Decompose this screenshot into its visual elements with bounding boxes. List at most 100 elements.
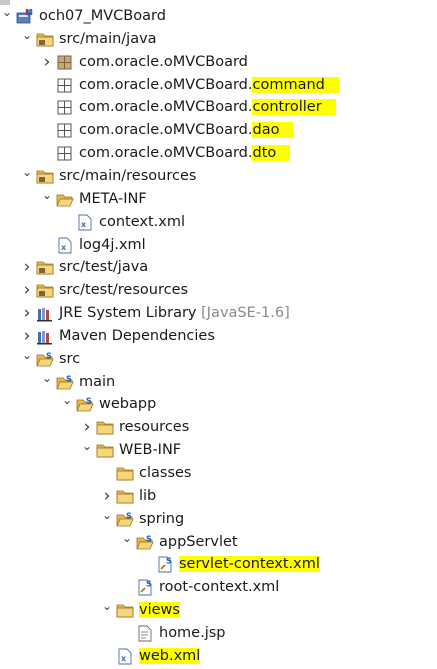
tree-item-text: com.oracle.oMVCBoard. xyxy=(79,145,253,162)
xml-file-icon: x xyxy=(116,648,134,665)
tree-item-13[interactable]: ›JRE System Library [JavaSE-1.6] xyxy=(0,302,437,325)
tree-item-14[interactable]: ›Maven Dependencies xyxy=(0,325,437,348)
tree-item-text: servlet-context.xml xyxy=(179,556,320,573)
chevron-right-icon[interactable]: › xyxy=(23,257,31,278)
chevron-right-icon[interactable]: › xyxy=(83,417,91,438)
package-icon xyxy=(56,54,74,71)
chevron-down-icon[interactable]: ⌄ xyxy=(61,393,73,408)
chevron-down-icon[interactable]: ⌄ xyxy=(101,599,113,614)
open-folder-icon xyxy=(56,191,74,208)
tree-item-8[interactable]: ⌄ META-INF xyxy=(0,188,437,211)
tree-item-label: appServlet xyxy=(158,531,239,554)
tree-item-label: src/main/resources xyxy=(58,165,197,188)
chevron-right-icon[interactable]: › xyxy=(103,485,111,506)
tree-item-text: com.oracle.oMVCBoard. xyxy=(79,99,253,116)
tree-item-label: spring xyxy=(138,508,185,531)
tree-item-label: och07_MVCBoard xyxy=(38,5,167,28)
tree-item-text: appServlet xyxy=(159,533,238,550)
tree-item-text: context.xml xyxy=(99,213,185,230)
tree-item-text: src/main/java xyxy=(59,30,157,47)
tree-item-11[interactable]: › src/test/java xyxy=(0,256,437,279)
folder-icon xyxy=(96,442,114,459)
tree-item-20[interactable]: classes xyxy=(0,462,437,485)
svg-text:S: S xyxy=(146,580,152,589)
tree-item-18[interactable]: ›resources xyxy=(0,416,437,439)
tree-item-5[interactable]: com.oracle.oMVCBoard.dao xyxy=(0,119,437,142)
empty-package-icon xyxy=(56,145,74,162)
highlighted-package-suffix: dao xyxy=(252,122,294,139)
tree-item-27[interactable]: home.jsp xyxy=(0,622,437,645)
chevron-right-icon[interactable]: › xyxy=(23,280,31,301)
tree-item-text: main xyxy=(79,373,116,390)
tree-item-19[interactable]: ⌄WEB-INF xyxy=(0,439,437,462)
xml-file-icon: x xyxy=(56,237,74,254)
chevron-down-icon[interactable]: ⌄ xyxy=(101,507,113,522)
tree-item-label: src/test/java xyxy=(58,256,149,279)
empty-package-icon xyxy=(56,122,74,139)
tree-item-text: src/test/resources xyxy=(59,282,189,299)
tree-item-21[interactable]: › lib xyxy=(0,485,437,508)
spring-folder-icon: S xyxy=(36,351,54,368)
folder-icon xyxy=(116,602,134,619)
svg-text:S: S xyxy=(146,534,152,543)
tree-item-label: com.oracle.oMVCBoard.controller xyxy=(78,96,337,119)
tree-item-7[interactable]: ⌄ src/main/resources xyxy=(0,165,437,188)
chevron-down-icon[interactable]: ⌄ xyxy=(41,187,53,202)
tree-item-label: classes xyxy=(138,462,192,485)
tree-item-text: META-INF xyxy=(79,190,147,207)
chevron-down-icon[interactable]: ⌄ xyxy=(41,370,53,385)
tree-item-text: JRE System Library xyxy=(59,305,197,322)
tree-item-text: spring xyxy=(139,510,185,527)
tree-item-label: log4j.xml xyxy=(78,234,147,257)
folder-icon xyxy=(96,419,114,436)
spring-folder-icon: S xyxy=(76,396,94,413)
tree-item-4[interactable]: com.oracle.oMVCBoard.controller xyxy=(0,96,437,119)
tree-item-label: views xyxy=(138,599,181,622)
tree-item-26[interactable]: ⌄ views xyxy=(0,599,437,622)
source-folder-icon xyxy=(36,31,54,48)
highlighted-package-suffix: controller xyxy=(252,99,336,116)
tree-item-label: context.xml xyxy=(98,211,186,234)
tree-item-label: main xyxy=(78,371,116,394)
chevron-down-icon[interactable]: ⌄ xyxy=(81,439,93,454)
chevron-right-icon[interactable]: › xyxy=(23,325,31,346)
tree-item-text: com.oracle.oMVCBoard. xyxy=(79,76,253,93)
tree-item-label: src/test/resources xyxy=(58,279,189,302)
svg-text:S: S xyxy=(26,9,32,18)
tree-item-3[interactable]: com.oracle.oMVCBoard.command xyxy=(0,74,437,97)
jsp-file-icon xyxy=(136,625,154,642)
tree-item-2[interactable]: ›com.oracle.oMVCBoard xyxy=(0,51,437,74)
chevron-right-icon[interactable]: › xyxy=(23,303,31,324)
tree-item-label: home.jsp xyxy=(158,622,227,645)
tree-item-label: src/main/java xyxy=(58,28,158,51)
tree-item-label: servlet-context.xml xyxy=(178,553,321,576)
tree-item-text: log4j.xml xyxy=(79,236,146,253)
tree-item-12[interactable]: › src/test/resources xyxy=(0,279,437,302)
tree-item-1[interactable]: ⌄ src/main/java xyxy=(0,28,437,51)
svg-text:M: M xyxy=(25,8,33,17)
tree-item-10[interactable]: x log4j.xml xyxy=(0,234,437,257)
chevron-down-icon[interactable]: ⌄ xyxy=(21,164,33,179)
chevron-down-icon[interactable]: ⌄ xyxy=(21,347,33,362)
chevron-down-icon[interactable]: ⌄ xyxy=(21,27,33,42)
chevron-down-icon[interactable]: ⌄ xyxy=(121,530,133,545)
tree-item-label: root-context.xml xyxy=(158,576,280,599)
tree-item-text: och07_MVCBoard xyxy=(39,8,166,24)
tree-item-label: lib xyxy=(138,485,157,508)
tree-item-text: lib xyxy=(139,487,157,504)
tree-item-text: webapp xyxy=(99,396,157,413)
source-folder-icon xyxy=(36,259,54,276)
chevron-right-icon[interactable]: › xyxy=(43,51,51,72)
tree-item-6[interactable]: com.oracle.oMVCBoard.dto xyxy=(0,142,437,165)
chevron-down-icon[interactable]: ⌄ xyxy=(1,5,13,19)
